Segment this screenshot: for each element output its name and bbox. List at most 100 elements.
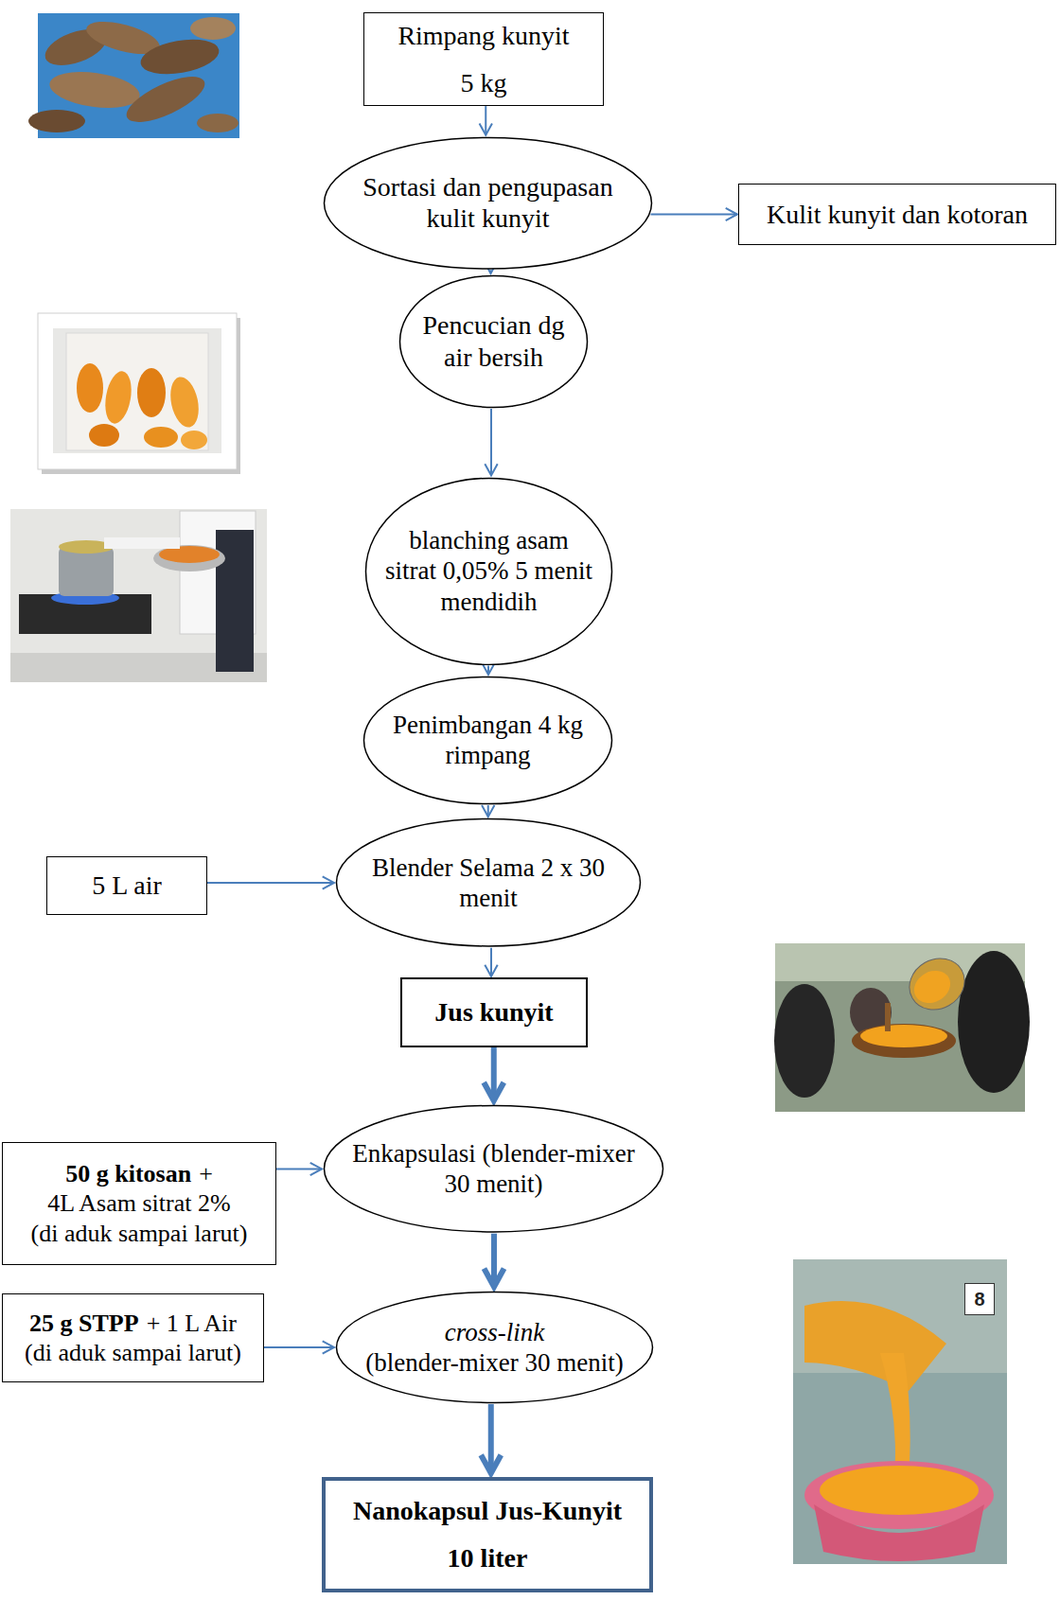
text-line: 25 g STPP+ 1 L Air [24, 1308, 242, 1339]
ellipse-outline [398, 274, 589, 409]
process-ellipse: Enkapsulasi (blender-mixer 30 menit) [322, 1104, 665, 1234]
node-text-block: Nanokapsul Jus-Kunyit 10 liter [353, 1495, 622, 1574]
text-line: Kulit kunyit dan kotoran [766, 198, 1028, 231]
node-text: 25 g STPP [29, 1309, 140, 1338]
text-line: 4L Asam sitrat 2% [31, 1188, 248, 1219]
node-text-block: Sortasi dan pengupasan kulit kunyit [346, 171, 631, 235]
text-line: (di aduk sampai larut) [24, 1338, 242, 1368]
node-text: Enkapsulasi (blender-mixer 30 menit) [352, 1139, 636, 1199]
text-line: 50 g kitosan+ [31, 1159, 248, 1189]
text-line: 10 liter [353, 1542, 622, 1575]
node-text-block: Rimpang kunyit 5 kg [397, 19, 569, 99]
node-text-block: Pencucian dg air bersih [411, 309, 576, 373]
node-text: (di aduk sampai larut) [24, 1339, 242, 1367]
process-ellipse: cross-link(blender-mixer 30 menit) [335, 1290, 654, 1405]
node-text-block: 25 g STPP+ 1 L Air(di aduk sampai larut) [24, 1308, 242, 1368]
node-text-block: Blender Selama 2 x 30 menit [356, 852, 621, 915]
node-text: 10 liter [447, 1543, 529, 1573]
ellipse-outline [322, 136, 654, 270]
node-text-block: cross-link(blender-mixer 30 menit) [365, 1317, 623, 1379]
text-line: Enkapsulasi (blender-mixer 30 menit) [347, 1138, 641, 1201]
ellipse-shape [336, 1291, 654, 1403]
node-text: Pencucian dg air bersih [422, 310, 565, 372]
text-line: Pencucian dg air bersih [411, 309, 576, 373]
process-ellipse: blanching asam sitrat 0,05% 5 menit mend… [364, 477, 614, 667]
arrow-head [725, 208, 738, 221]
ellipse-shape [366, 477, 613, 665]
connector-line [484, 106, 487, 136]
rhizome-photo [28, 13, 240, 139]
juice-pouring-photo [774, 943, 1030, 1113]
process-box: 5 L air [46, 856, 208, 916]
text-line: blanching asam sitrat 0,05% 5 menit mend… [382, 525, 597, 618]
node-text: 5 L air [91, 870, 162, 901]
nanocapsule-photo [793, 1259, 1007, 1565]
arrow-head [480, 1455, 501, 1474]
connector-line [207, 882, 335, 884]
connector-line [650, 213, 738, 216]
node-text: + [198, 1160, 213, 1188]
connector-line [488, 1404, 495, 1474]
node-text: blanching asam sitrat 0,05% 5 menit mend… [385, 526, 593, 617]
process-box: Nanokapsul Jus-Kunyit 10 liter [321, 1477, 654, 1593]
text-line: Sortasi dan pengupasan kulit kunyit [346, 171, 631, 235]
process-box: Kulit kunyit dan kotoran [738, 183, 1057, 246]
photo-number: 8 [964, 1283, 995, 1316]
node-text: + 1 L Air [146, 1309, 237, 1338]
arrow-head [484, 965, 497, 977]
text-line: Nanokapsul Jus-Kunyit [353, 1495, 622, 1528]
node-text-block: blanching asam sitrat 0,05% 5 menit mend… [382, 525, 597, 618]
node-text: Penimbangan 4 kg rimpang [392, 710, 583, 770]
process-ellipse: Blender Selama 2 x 30 menit [335, 817, 642, 948]
node-text-block: Penimbangan 4 kg rimpang [380, 709, 597, 772]
arrow-head [310, 1163, 322, 1176]
ellipse-outline [362, 675, 614, 806]
arrow-head [322, 1341, 335, 1354]
text-line: cross-link [365, 1317, 623, 1348]
connector-line [276, 1167, 322, 1170]
connector-line [490, 408, 493, 477]
process-ellipse: Penimbangan 4 kg rimpang [362, 675, 614, 806]
arrow-head [481, 805, 495, 817]
node-text: (blender-mixer 30 menit) [365, 1348, 623, 1378]
ellipse-shape [324, 137, 653, 268]
ellipse-shape [336, 819, 641, 947]
flow-arrow [483, 1234, 504, 1288]
process-ellipse: Sortasi dan pengupasan kulit kunyit [322, 136, 654, 270]
process-box: Jus kunyit [400, 977, 588, 1048]
node-text: 50 g kitosan [65, 1160, 192, 1188]
ellipse-outline [335, 1290, 654, 1405]
arrow-head [322, 876, 335, 889]
text-line: Rimpang kunyit [397, 19, 569, 53]
process-box: 25 g STPP+ 1 L Air(di aduk sampai larut) [1, 1293, 265, 1383]
flow-arrow [481, 805, 495, 817]
ellipse-outline [322, 1104, 665, 1234]
arrow-head [479, 123, 493, 135]
flow-arrow [650, 208, 738, 221]
node-text: Rimpang kunyit [397, 20, 569, 51]
arrow-head [483, 1269, 504, 1288]
text-line: Penimbangan 4 kg rimpang [380, 709, 597, 772]
process-box: Rimpang kunyit 5 kg [363, 12, 604, 106]
node-text: Sortasi dan pengupasan kulit kunyit [362, 172, 613, 234]
text-line: (di aduk sampai larut) [31, 1219, 248, 1249]
text-line: 5 L air [91, 869, 162, 902]
connector-line [490, 948, 493, 977]
node-text: Jus kunyit [434, 997, 553, 1027]
flow-arrow [207, 876, 335, 889]
ellipse-outline [335, 817, 642, 948]
node-text: Nanokapsul Jus-Kunyit [353, 1496, 622, 1526]
node-text: Kulit kunyit dan kotoran [766, 199, 1028, 230]
node-text: Blender Selama 2 x 30 menit [371, 853, 605, 913]
ellipse-shape [364, 676, 613, 804]
node-text-block: 5 L air [91, 869, 162, 902]
node-text-block: 50 g kitosan+4L Asam sitrat 2%(di aduk s… [31, 1159, 248, 1249]
flow-arrow [264, 1341, 335, 1354]
node-text: (di aduk sampai larut) [31, 1219, 248, 1248]
node-text: cross-link [444, 1318, 545, 1347]
arrow-head [483, 1082, 504, 1101]
text-line: 5 kg [397, 67, 569, 100]
flow-arrow [484, 948, 497, 977]
text-line: Jus kunyit [434, 996, 553, 1029]
arrow-head [484, 463, 497, 476]
